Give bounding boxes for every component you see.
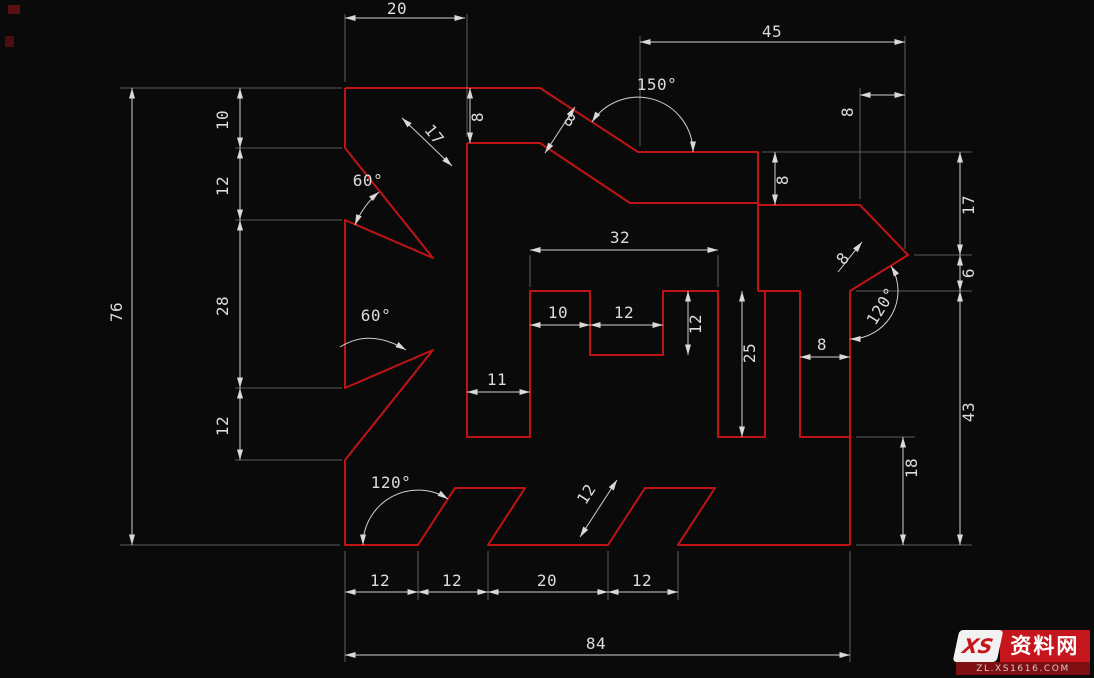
dim-line-12-diag-bottom [579,479,618,538]
dimension-labels: 20 45 150° 8 8 17 60° 10 12 28 12 76 60°… [107,0,978,653]
watermark-top-row: XS 资料网 [952,630,1090,662]
dim-label-12-diag-bottom: 12 [573,480,600,507]
dim-arc-120-bottom [360,489,449,546]
dim-label-11-mid: 11 [487,370,507,389]
outline-top-slot [467,142,759,291]
watermark-url: ZL.XS1616.COM [956,662,1090,675]
dim-label-6-right: 6 [959,268,978,278]
dim-label-8-step-right: 8 [773,175,792,185]
dim-label-angle-60-top-left: 60° [353,171,383,190]
dim-label-28-left: 28 [213,296,232,316]
dim-label-12-bottom-3: 12 [632,571,652,590]
dim-label-angle-150: 150° [637,75,678,94]
watermark: XS 资料网 ZL.XS1616.COM [952,630,1090,675]
dim-label-12-bottom-2: 12 [442,571,462,590]
dim-label-angle-120-bottom: 120° [371,473,412,492]
dim-label-8-top-right: 8 [838,107,857,117]
dim-line-8-diag-top [544,106,576,154]
dim-label-12-left-upper: 12 [213,176,232,196]
dim-label-43-right: 43 [959,402,978,422]
dim-label-32-mid: 32 [610,228,630,247]
dim-label-20-bottom: 20 [537,571,557,590]
dim-label-8-mid-right: 8 [817,335,827,354]
dim-label-10-mid: 10 [548,303,568,322]
watermark-site-name: 资料网 [999,630,1090,662]
dim-label-12-mid-v: 12 [686,314,705,334]
dim-label-25-mid: 25 [740,343,759,363]
dim-label-8-diag-right: 8 [832,248,853,268]
outline-left-bottom-edge [344,88,850,546]
extension-lines [120,14,972,662]
dim-leader-8-diag-right [837,241,863,273]
dim-label-76-left: 76 [107,302,126,322]
dim-label-8-diag-top: 8 [561,110,580,131]
outline-inner-maze-right [758,290,850,438]
dim-label-12-left-lower: 12 [213,416,232,436]
watermark-xs-logo-icon: XS [952,630,1004,662]
dim-label-angle-120-right: 120° [863,284,901,328]
dim-label-top-20: 20 [387,0,407,18]
dimension-lines [129,15,963,658]
dim-line-17-slot [401,117,453,167]
dim-leader-60-mid-left [339,337,407,351]
dim-label-8-top-notch: 8 [468,112,487,122]
dim-label-17-right: 17 [959,195,978,215]
dim-arc-60-top-left [354,191,380,226]
dim-label-17-slot: 17 [421,121,449,149]
dim-label-top-45: 45 [762,22,782,41]
dim-arc-120-right [849,265,900,342]
dim-label-12-bottom-1: 12 [370,571,390,590]
dim-label-12-mid: 12 [614,303,634,322]
dim-label-angle-60-mid-left: 60° [361,306,391,325]
image-artifacts [5,5,20,47]
dim-arc-150 [591,96,696,153]
dim-label-18-right: 18 [902,458,921,478]
dim-label-10-left: 10 [213,110,232,130]
dim-label-84-bottom: 84 [586,634,606,653]
outline-inner-maze [466,143,766,438]
